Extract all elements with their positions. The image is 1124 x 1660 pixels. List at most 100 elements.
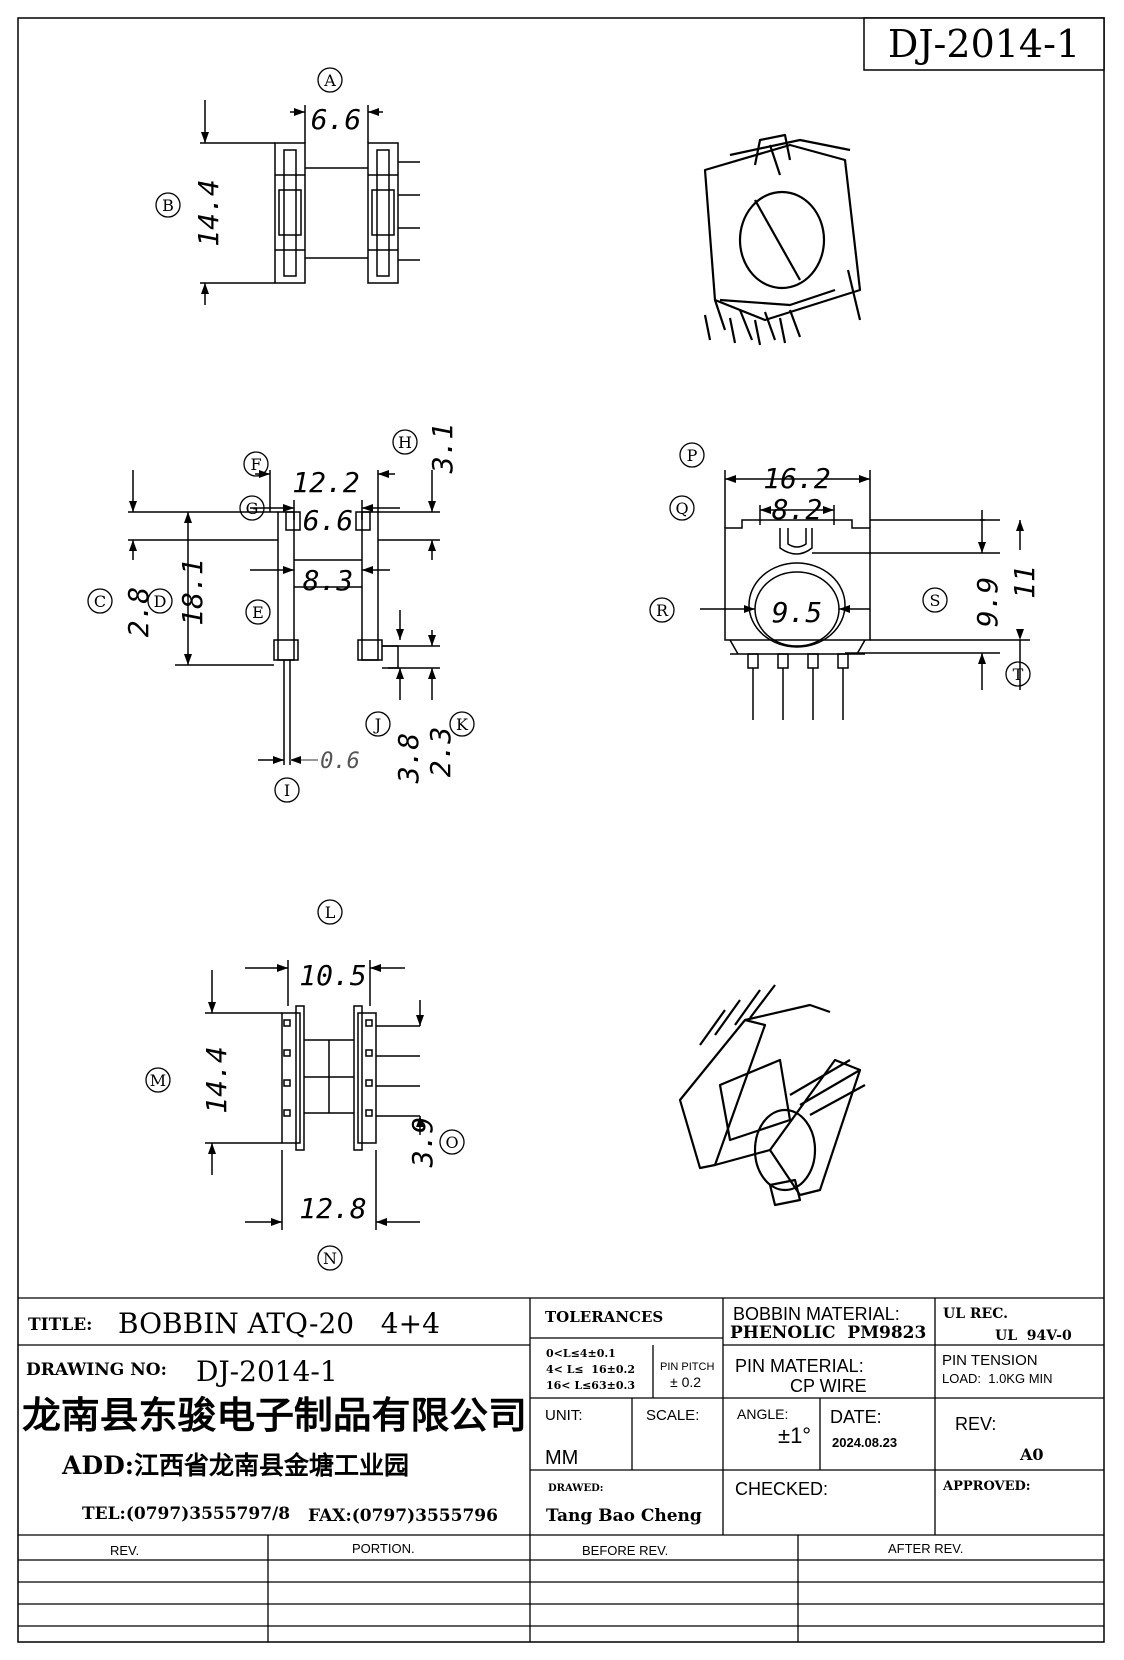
bottom-view (205, 960, 421, 1230)
bobbin-material-label: BOBBIN MATERIAL: (733, 1304, 900, 1324)
title-label: TITLE: (28, 1315, 92, 1335)
unit-label: UNIT: (545, 1407, 583, 1424)
top-dim-a: 6.6 (311, 103, 362, 136)
company-tel: TEL:(0797)3555797/8 (82, 1504, 290, 1524)
title-value: BOBBIN ATQ-20 4+4 (118, 1307, 440, 1340)
svg-text:B: B (162, 196, 174, 215)
company-address: ADD:江西省龙南县金塘工业园 (61, 1451, 409, 1480)
svg-text:N: N (323, 1249, 337, 1268)
svg-text:Q: Q (675, 499, 688, 518)
svg-text:T: T (1013, 665, 1024, 684)
bottom-dim-w1: 10.5 (299, 959, 366, 992)
svg-text:O: O (445, 1133, 458, 1152)
callout-p: P (679, 442, 705, 468)
pin-pitch-value: ± 0.2 (670, 1374, 701, 1390)
drawing-id: DJ-2014-1 (888, 22, 1080, 66)
svg-text:S: S (930, 591, 941, 610)
bottom-dim-w2: 12.8 (299, 1192, 366, 1225)
pin-pitch-label: PIN PITCH (660, 1361, 714, 1373)
drawing-no-value: DJ-2014-1 (196, 1355, 338, 1388)
tolerance-2: 4< L≤ 16±0.2 (546, 1363, 635, 1376)
callout-m: M (145, 1067, 171, 1093)
callout-j: J (365, 711, 391, 737)
side-dim-w3: 8.3 (303, 564, 354, 597)
svg-text:M: M (150, 1071, 166, 1090)
checked-label: CHECKED: (735, 1479, 828, 1499)
scale-label: SCALE: (646, 1407, 699, 1424)
date-label: DATE: (830, 1407, 882, 1427)
svg-text:F: F (250, 455, 261, 474)
callout-g: G (239, 495, 265, 521)
callout-o: O (439, 1129, 465, 1155)
front-dim-w1: 16.2 (763, 462, 830, 495)
bottom-dim-h1: 14.4 (200, 1046, 233, 1113)
angle-label: ANGLE: (737, 1406, 788, 1422)
svg-text:I: I (284, 781, 290, 800)
tolerance-3: 16< L≤63±0.3 (546, 1379, 635, 1392)
callout-f: F (243, 451, 269, 477)
callout-t: T (1005, 661, 1031, 687)
svg-text:D: D (154, 592, 167, 611)
company-name: 龙南县东骏电子制品有限公司 (22, 1395, 527, 1436)
callout-e: E (245, 599, 271, 625)
front-dim-h2: 11 (1008, 565, 1041, 599)
svg-text:R: R (656, 601, 669, 620)
callout-s: S (922, 587, 948, 613)
svg-text:G: G (246, 499, 259, 518)
callout-n: N (317, 1245, 343, 1271)
front-dim-w2: 8.2 (772, 493, 823, 526)
drawn-value: Tang Bao Cheng (546, 1506, 702, 1526)
callout-q: Q (669, 495, 695, 521)
side-dim-h1: 3.1 (426, 423, 459, 475)
tolerances-label: TOLERANCES (545, 1308, 663, 1326)
side-dim-h5: 2.3 (424, 727, 457, 778)
svg-text:A: A (323, 71, 336, 90)
callout-h: H (392, 429, 418, 455)
svg-text:K: K (456, 715, 469, 734)
ul-rec-label: UL REC. (943, 1306, 1008, 1322)
after-rev-col-header: AFTER REV. (888, 1541, 963, 1556)
side-dim-w1: 12.2 (292, 466, 359, 499)
isometric-view-top (703, 133, 862, 346)
rev-col-header: REV. (110, 1543, 139, 1558)
sheet-border (17, 17, 1105, 1643)
side-dim-w2: 6.6 (303, 504, 354, 537)
svg-text:P: P (687, 446, 698, 465)
portion-col-header: PORTION. (352, 1541, 415, 1556)
date-value: 2024.08.23 (832, 1435, 897, 1450)
drawing-no-label: DRAWING NO: (26, 1360, 167, 1380)
callout-l: L (317, 899, 343, 925)
pin-material-value: CP WIRE (790, 1376, 867, 1396)
drawing-id-box (863, 17, 1105, 71)
rev-value: A0 (1019, 1445, 1044, 1464)
approved-label: APPROVED: (942, 1479, 1031, 1494)
ul-rec-value: UL 94V-0 (995, 1328, 1072, 1344)
top-dim-b: 14.4 (192, 179, 225, 246)
callout-i: I (274, 777, 300, 803)
bottom-dim-h2: 3.9 (406, 1117, 439, 1169)
pin-tension-label: PIN TENSION (942, 1352, 1038, 1369)
svg-text:C: C (94, 592, 106, 611)
side-view (128, 470, 440, 765)
tolerance-1: 0<L≤4±0.1 (546, 1347, 616, 1360)
svg-text:L: L (325, 903, 336, 922)
side-dim-h4: 3.8 (392, 733, 425, 785)
rev-label: REV: (955, 1414, 996, 1434)
company-fax: FAX:(0797)3555796 (308, 1506, 498, 1526)
side-dim-h3: 18.1 (176, 558, 209, 625)
callout-c: C (87, 588, 113, 614)
pin-material-label: PIN MATERIAL: (735, 1356, 864, 1376)
callout-d: D (147, 588, 173, 614)
svg-text:J: J (373, 715, 381, 734)
bobbin-material-value: PHENOLIC PM9823 (730, 1323, 926, 1343)
callout-k: K (449, 711, 475, 737)
svg-text:E: E (252, 603, 264, 622)
callout-b: B (155, 192, 181, 218)
unit-value: MM (545, 1447, 578, 1469)
pin-tension-value: LOAD: 1.0KG MIN (942, 1371, 1053, 1386)
side-dim-pin: 0.6 (320, 749, 360, 774)
callout-a: A (317, 67, 343, 93)
title-block-grid (18, 1297, 1104, 1642)
isometric-view-bottom (678, 984, 866, 1207)
